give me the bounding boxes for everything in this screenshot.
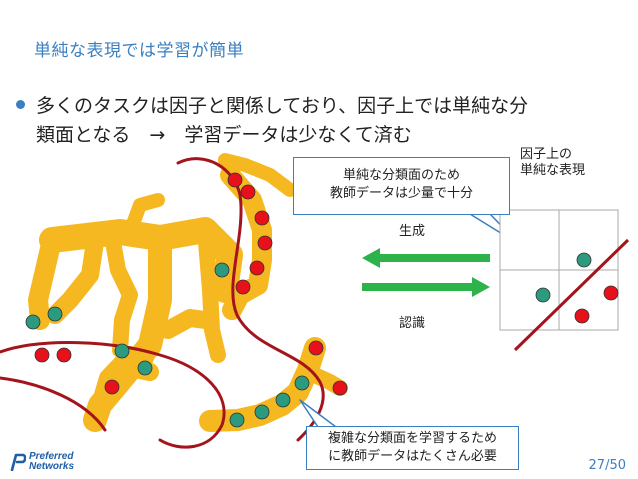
red-point	[240, 184, 256, 200]
generate-arrow-shaft	[378, 254, 490, 262]
generate-arrow	[362, 248, 490, 268]
generate-label: 生成	[399, 224, 426, 239]
teal-point	[137, 360, 153, 376]
red-point	[104, 379, 120, 395]
recognize-label: 認識	[399, 316, 426, 331]
factor-label-line-2: 単純な表現	[520, 163, 586, 178]
logo-line-2: Networks	[29, 461, 75, 472]
red-point	[254, 210, 270, 226]
manifold-left-bottom	[91, 346, 139, 414]
red-point	[257, 235, 273, 251]
manifold-arm-left	[28, 230, 62, 330]
manifold-right-upper	[218, 153, 297, 197]
red-point	[56, 347, 72, 363]
factor-space	[499, 209, 630, 352]
callout-complex-line-2: に教師データはたくさん必要	[328, 449, 497, 464]
callout-simple-line-2: 教師データは少量で十分	[329, 186, 473, 201]
manifold-points	[25, 172, 348, 428]
teal-point	[114, 343, 130, 359]
red-point	[235, 279, 251, 295]
red-point	[249, 260, 265, 276]
teal-point	[254, 404, 270, 420]
bullet-line-2: 類面となる → 学習データは少なくて済む	[36, 124, 412, 146]
teal-point	[576, 252, 592, 268]
logo-text: Preferred Networks	[29, 452, 74, 472]
manifold-right-strand	[220, 165, 272, 320]
bullet-dot	[16, 100, 25, 109]
teal-point	[275, 392, 291, 408]
logo-line-1: Preferred	[29, 451, 74, 462]
manifold-arm-right	[197, 222, 226, 363]
callout-simple-line-1: 単純な分類面のため	[342, 168, 460, 183]
teal-point	[294, 375, 310, 391]
recognize-arrow-shaft	[362, 283, 474, 291]
bullet-line-1: 多くのタスクは因子と関係しており、因子上では単純な分	[36, 95, 529, 117]
company-logo: Preferred Networks	[10, 452, 74, 472]
boundary-curve-left	[0, 376, 107, 432]
red-point	[308, 340, 324, 356]
manifold-arm-top	[123, 193, 165, 239]
callout-complex: 複雑な分類面を学習するため に教師データはたくさん必要	[306, 426, 519, 470]
manifold-arm-branch	[104, 228, 138, 358]
callout-complex-line-1: 複雑な分類面を学習するため	[327, 431, 497, 446]
red-point	[332, 380, 348, 396]
teal-point	[25, 314, 41, 330]
manifold-center-bend	[159, 309, 214, 339]
recognize-arrow	[362, 277, 490, 297]
red-point	[574, 308, 590, 324]
red-point	[34, 347, 50, 363]
red-point	[227, 172, 243, 188]
callout-bottom-tail	[299, 399, 337, 428]
factor-boundary-line	[513, 238, 630, 352]
bullet-text: 多くのタスクは因子と関係しており、因子上では単純な分 類面となる → 学習データ…	[36, 92, 616, 150]
generate-arrow-head	[362, 248, 380, 268]
boundary-curve-lower	[0, 341, 226, 449]
teal-point	[47, 306, 63, 322]
callout-simple: 単純な分類面のため 教師データは少量で十分	[293, 157, 510, 215]
page-number: 27/50	[588, 458, 626, 473]
manifold-arm-mid	[46, 233, 104, 324]
teal-point	[214, 262, 230, 278]
logo-mark-icon	[10, 453, 26, 471]
factor-label-line-1: 因子上の	[520, 147, 573, 162]
slide-title: 単純な表現では学習が簡単	[34, 41, 244, 61]
recognize-arrow-head	[472, 277, 490, 297]
red-point	[603, 285, 619, 301]
teal-point	[535, 287, 551, 303]
factor-representation-label: 因子上の 単純な表現	[520, 147, 585, 179]
teal-point	[229, 412, 245, 428]
